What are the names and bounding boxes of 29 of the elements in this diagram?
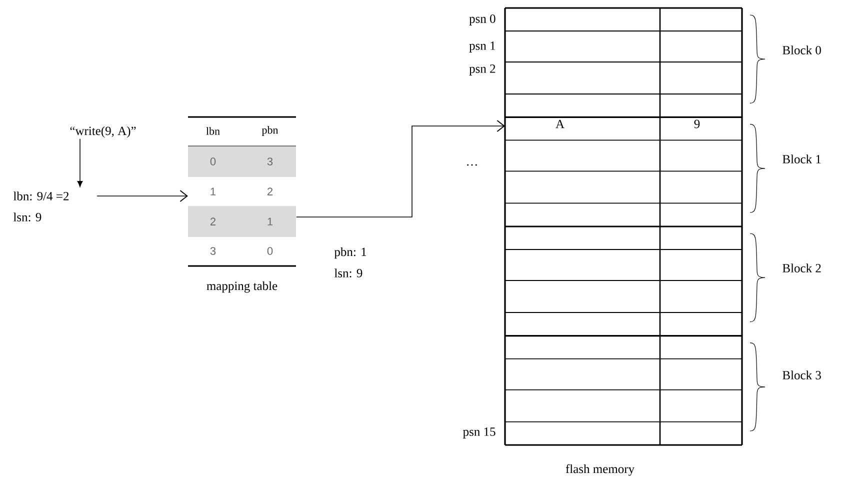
psn-label: psn 15 [463,428,496,438]
address-text: lsn: 9 [334,268,362,278]
address-text: lsn: 9 [13,212,42,222]
mapping-table: lbn pbn 0 3 1 2 2 1 3 0 mapping table [188,116,296,293]
address-text: pbn: 1 [334,247,366,259]
cell-value: 9 [694,120,700,128]
node-label: mapping table [206,281,278,293]
psn-label: psn 0 [469,14,496,26]
arrow [77,138,83,187]
node-label: pbn [262,126,278,136]
node-label: 1 [268,218,273,226]
arrow [96,190,188,202]
node-label: 2 [210,218,216,226]
arrow [296,120,505,218]
block-label: Block 3 [782,370,821,380]
ellipsis: … [467,164,477,166]
psn-label: psn 2 [469,64,496,76]
node-label: 2 [267,188,273,196]
command-text: “write(9, A)” [70,126,136,138]
block-label: Block 1 [782,154,821,164]
cell-value: A [556,120,564,128]
block-label: Block 2 [782,264,821,272]
node-label: 3 [210,247,216,255]
node-label: 1 [210,188,216,196]
address-text: lbn: 9/4 =2 [13,192,69,200]
node-label: lbn [206,127,220,135]
psn-label: psn 1 [469,42,496,52]
block-label: Block 0 [782,46,821,54]
node-label: 0 [267,247,273,255]
